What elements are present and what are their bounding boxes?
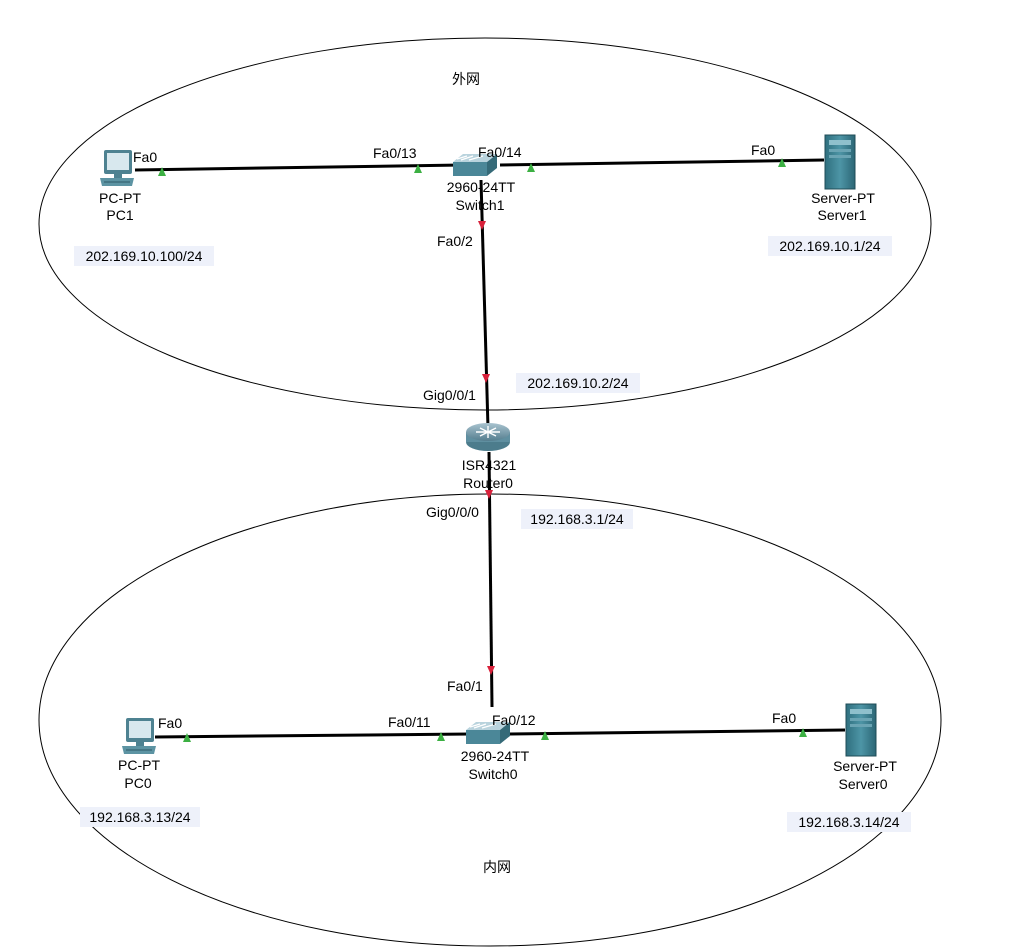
link-up-marker [414, 164, 422, 173]
port-label: Fa0 [751, 142, 775, 158]
ip-address-label: 192.168.3.1/24 [530, 511, 624, 527]
port-label: Fa0 [133, 149, 157, 165]
port-label: Fa0/14 [478, 144, 522, 160]
ip-label-bg [787, 812, 911, 832]
device-model-label: Server-PT [811, 190, 875, 206]
port-label: Gig0/0/1 [423, 387, 476, 403]
device-name-label: Switch1 [455, 197, 504, 213]
device-name-label: Server0 [838, 776, 887, 792]
link-up-marker [158, 167, 166, 176]
device-model-label: PC-PT [99, 190, 141, 206]
port-label: Gig0/0/0 [426, 504, 479, 520]
server-icon[interactable] [845, 703, 877, 757]
ip-label-bg [516, 373, 640, 393]
ip-label-bg [74, 246, 214, 266]
switch-icon[interactable] [453, 154, 497, 176]
device-name-label: Switch0 [468, 766, 517, 782]
switch-icon[interactable] [466, 722, 510, 744]
link-down-marker [478, 221, 486, 230]
link-up-marker [541, 731, 549, 740]
link-up-marker [437, 732, 445, 741]
link-switch1-server1[interactable] [499, 158, 825, 167]
device-model-label: ISR4321 [462, 457, 517, 473]
ip-address-label: 192.168.3.14/24 [798, 814, 899, 830]
port-label: Fa0/1 [447, 678, 483, 694]
ip-label-bg [80, 807, 200, 827]
link-up-marker [183, 733, 191, 742]
device-model-label: Server-PT [833, 758, 897, 774]
link-switch0-server0[interactable] [509, 728, 846, 736]
port-label: Fa0/12 [492, 712, 536, 728]
link-pc1-switch1[interactable] [134, 163, 463, 172]
port-label: Fa0/11 [388, 714, 431, 730]
pc-icon[interactable] [100, 150, 134, 186]
device-name-label: PC1 [106, 207, 133, 223]
ip-address-label: 202.169.10.1/24 [779, 238, 880, 254]
server-icon[interactable] [824, 134, 856, 190]
link-down-marker [482, 374, 490, 383]
device-name-label: Server1 [817, 207, 866, 223]
link-down-marker [487, 666, 495, 675]
outer-zone-label: 外网 [452, 71, 480, 87]
device-model-label: 2960-24TT [461, 748, 530, 764]
router-icon[interactable] [466, 423, 510, 451]
port-label: Fa0 [158, 715, 182, 731]
device-model-label: PC-PT [118, 757, 160, 773]
links [134, 158, 846, 739]
port-label: Fa0/13 [373, 145, 417, 161]
ip-label-bg [521, 509, 633, 529]
ip-address-label: 202.169.10.100/24 [86, 248, 203, 264]
inner-zone-label: 内网 [483, 859, 511, 875]
link-up-marker [778, 158, 786, 167]
port-label: Fa0 [772, 710, 796, 726]
ip-address-label: 202.169.10.2/24 [527, 375, 628, 391]
port-label: Fa0/2 [437, 233, 473, 249]
link-switch1-router0[interactable] [479, 179, 490, 429]
outer-network-zone [38, 37, 932, 411]
link-up-marker [527, 163, 535, 172]
device-name-label: Router0 [463, 475, 513, 491]
link-pc0-switch0[interactable] [154, 732, 471, 739]
ip-address-label: 192.168.3.13/24 [89, 809, 190, 825]
link-down-marker [485, 490, 493, 499]
device-name-label: PC0 [124, 775, 151, 791]
pc-icon[interactable] [122, 718, 156, 754]
link-up-marker [799, 728, 807, 737]
ip-label-bg [768, 236, 892, 256]
link-state-markers [158, 158, 807, 742]
device-model-label: 2960-24TT [447, 179, 516, 195]
